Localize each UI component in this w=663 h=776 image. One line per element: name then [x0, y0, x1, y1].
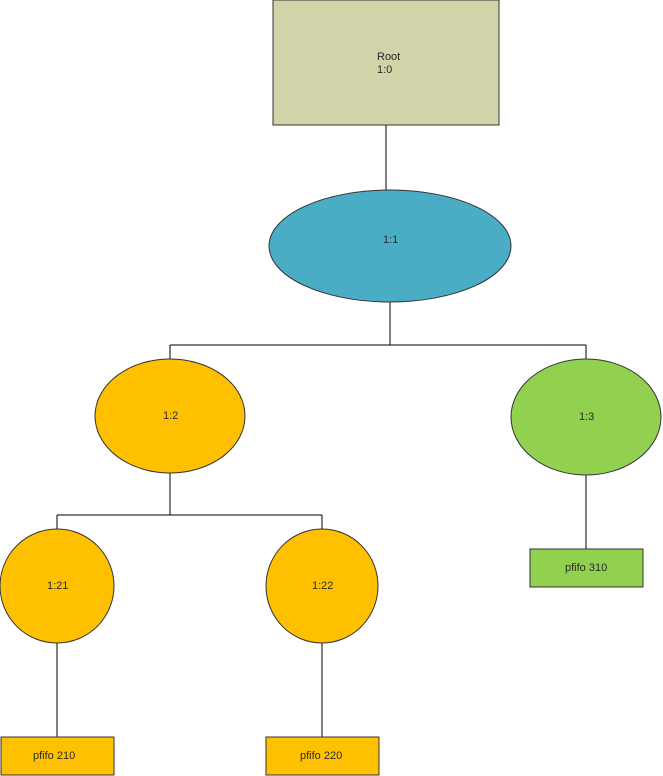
- queue-pfifo-210-box: [0, 736, 115, 776]
- queue-pfifo-310-label: pfifo 310: [565, 562, 607, 574]
- node-1-1-label: 1:1: [383, 234, 398, 246]
- queue-pfifo-220-box: [265, 736, 380, 776]
- node-1-3: 1:3: [510, 358, 662, 476]
- node-1-1: 1:1: [268, 189, 512, 303]
- node-root-label-line1: Root: [377, 51, 400, 63]
- queue-pfifo-210: pfifo 210: [0, 736, 115, 776]
- node-1-21-label: 1:21: [47, 580, 68, 592]
- node-1-3-label: 1:3: [579, 411, 594, 423]
- connector-lines: [56, 125, 587, 737]
- node-1-22-ellipse: [265, 528, 379, 644]
- queue-pfifo-210-label: pfifo 210: [33, 750, 75, 762]
- node-1-22: 1:22: [265, 528, 379, 644]
- queue-pfifo-310-box: [529, 548, 644, 588]
- node-1-3-ellipse: [510, 358, 662, 476]
- queue-pfifo-220: pfifo 220: [265, 736, 380, 776]
- node-1-1-ellipse: [268, 189, 512, 303]
- node-1-21: 1:21: [0, 528, 115, 644]
- node-root: Root 1:0: [272, 0, 500, 126]
- node-root-label-line2: 1:0: [377, 64, 392, 76]
- node-1-22-label: 1:22: [312, 580, 333, 592]
- node-root-box: [272, 0, 500, 126]
- node-1-2: 1:2: [94, 358, 246, 474]
- node-1-21-ellipse: [0, 528, 115, 644]
- node-1-2-label: 1:2: [163, 410, 178, 422]
- queue-pfifo-220-label: pfifo 220: [300, 750, 342, 762]
- queue-pfifo-310: pfifo 310: [529, 548, 644, 588]
- node-1-2-ellipse: [94, 358, 246, 474]
